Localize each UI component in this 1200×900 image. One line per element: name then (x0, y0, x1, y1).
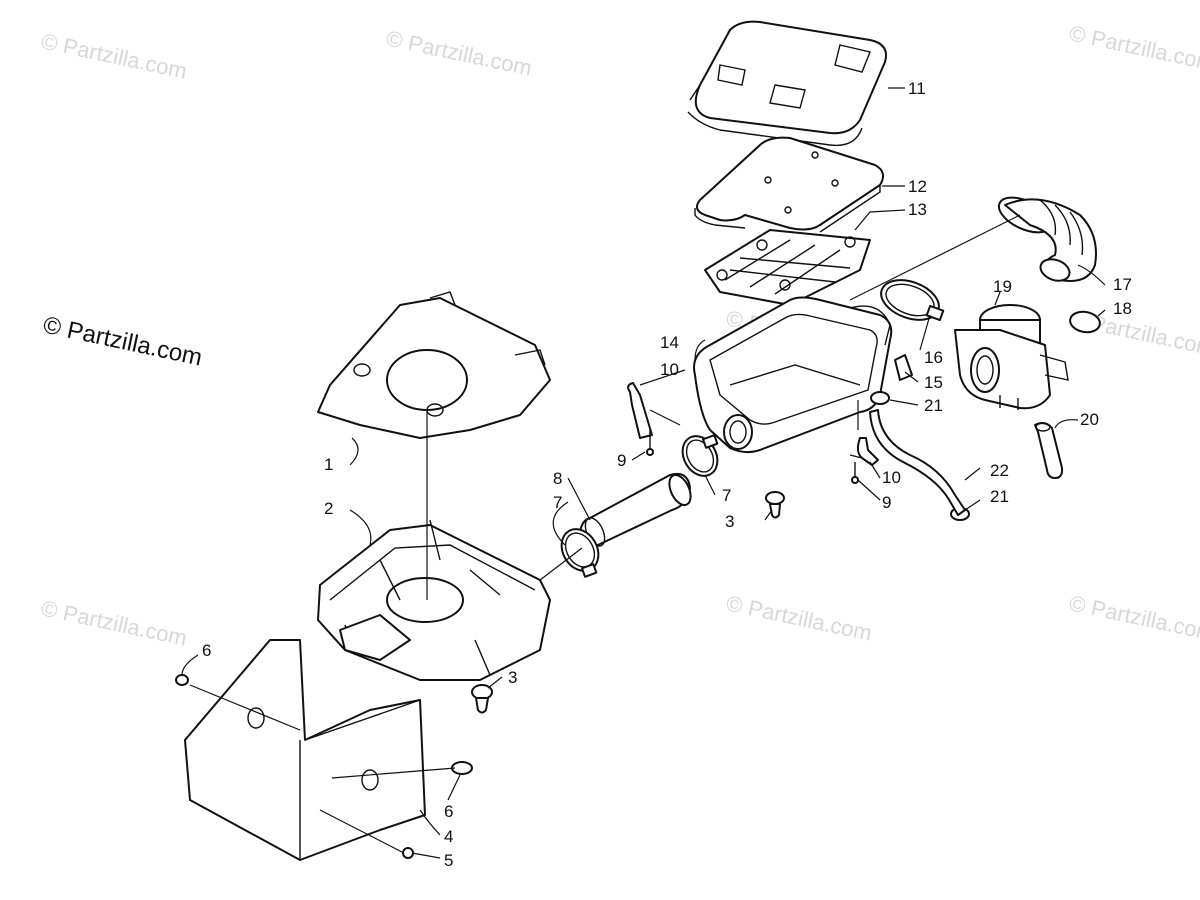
mounting-bracket (627, 382, 681, 439)
watermark-text: © Partzilla.com (1067, 20, 1200, 75)
screw (646, 430, 654, 456)
grommet (765, 491, 785, 519)
callout-14: 14 (660, 333, 679, 352)
callout-20: 20 (1080, 410, 1099, 429)
callout-21: 21 (924, 396, 943, 415)
mounting-bracket (849, 437, 879, 466)
callout-22: 22 (990, 461, 1009, 480)
leader-lines (181, 87, 1106, 859)
callout-2: 2 (324, 499, 333, 518)
lower-air-box (317, 519, 551, 681)
callout-3: 3 (508, 668, 517, 687)
air-box-cover (687, 20, 887, 147)
air-box-housing (693, 296, 893, 454)
clamp-ring (1069, 310, 1101, 334)
callout-4: 4 (444, 827, 453, 846)
retainer-clip (894, 354, 913, 381)
watermark-text: © Partzilla.com (1067, 590, 1200, 645)
grommet (471, 684, 493, 714)
watermark-text: © Partzilla.com (384, 25, 534, 80)
lower-air-box-cover (317, 291, 551, 439)
callout-9: 9 (617, 451, 626, 470)
carburetor (954, 304, 1069, 410)
callout-10: 10 (882, 468, 901, 487)
intake-boot (997, 196, 1097, 282)
callout-labels: 11 12 13 17 18 19 16 15 21 20 22 21 10 9… (202, 79, 1132, 870)
callout-15: 15 (924, 373, 943, 392)
callout-19: 19 (993, 277, 1012, 296)
callout-5: 5 (444, 851, 453, 870)
callout-6: 6 (202, 641, 211, 660)
watermark-text: © Partzilla.com (39, 28, 189, 83)
air-filter-element (694, 136, 885, 233)
callout-7: 7 (722, 486, 731, 505)
callout-16: 16 (924, 348, 943, 367)
watermark-text: © Partzilla.com (39, 595, 189, 650)
hose-clamp (681, 434, 719, 477)
watermark-text: © Partzilla.com (724, 590, 874, 645)
callout-7: 7 (553, 493, 562, 512)
rivet (175, 674, 189, 686)
screw (402, 847, 414, 859)
intake-tube (579, 472, 692, 547)
heat-shield (184, 639, 426, 862)
callout-9: 9 (882, 493, 891, 512)
callout-17: 17 (1113, 275, 1132, 294)
callout-12: 12 (908, 177, 927, 196)
callout-8: 8 (553, 469, 562, 488)
screw (851, 462, 859, 484)
watermark-main-text: © Partzilla.com (41, 311, 205, 371)
callout-18: 18 (1113, 299, 1132, 318)
vent-hose (869, 409, 966, 516)
callout-6: 6 (444, 802, 453, 821)
callout-1: 1 (324, 455, 333, 474)
callout-13: 13 (908, 200, 927, 219)
callout-21: 21 (990, 487, 1009, 506)
callout-10: 10 (660, 360, 679, 379)
callout-3: 3 (725, 512, 734, 531)
clamp-ring (880, 279, 945, 322)
callout-11: 11 (908, 79, 926, 98)
filter-cage (704, 229, 871, 306)
drain-hose (1034, 422, 1064, 479)
